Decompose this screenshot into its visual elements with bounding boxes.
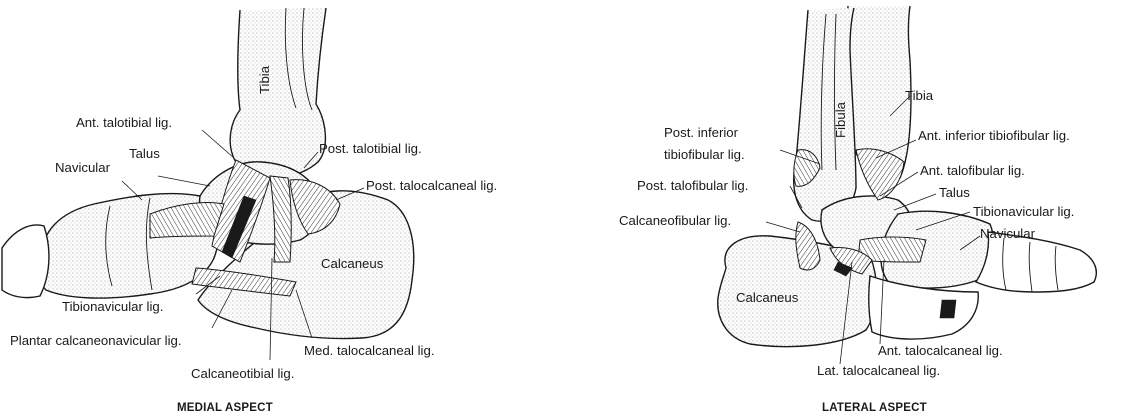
lateral-post-inferior-label-line1: Post. inferior xyxy=(664,125,739,140)
lateral-ant-inferior-tibiofibular-label: Ant. inferior tibiofibular lig. xyxy=(918,128,1070,143)
medial-post-talotibial-label: Post. talotibial lig. xyxy=(319,141,422,156)
medial-med-talocalcaneal-label: Med. talocalcaneal lig. xyxy=(304,343,434,358)
lateral-post-talofibular-label: Post. talofibular lig. xyxy=(637,178,748,193)
medial-ant-talotibial-label: Ant. talotibial lig. xyxy=(76,115,172,130)
medial-navicular-label: Navicular xyxy=(55,160,111,175)
lateral-lat-talocalcaneal-label: Lat. talocalcaneal lig. xyxy=(817,363,940,378)
medial-post-talocalcaneal-label: Post. talocalcaneal lig. xyxy=(366,178,497,193)
lateral-calcaneus-bone xyxy=(717,235,878,348)
lateral-tibionavicular-label: Tibionavicular lig. xyxy=(973,204,1074,219)
lateral-calcaneofibular-label: Calcaneofibular lig. xyxy=(619,213,731,228)
lateral-calcaneus-label: Calcaneus xyxy=(736,290,799,305)
medial-aspect-illustration xyxy=(1,7,415,361)
medial-tibionavicular-label: Tibionavicular lig. xyxy=(62,299,163,314)
medial-tibia-label: Tibia xyxy=(257,65,272,94)
medial-tibia-bone xyxy=(229,7,327,179)
medial-talus-label: Talus xyxy=(129,146,160,161)
lateral-aspect-illustration xyxy=(717,5,1098,365)
lateral-ant-talofibular-label: Ant. talofibular lig. xyxy=(920,163,1025,178)
medial-calcaneus-bone xyxy=(197,190,415,340)
lateral-post-inferior-label-line2: tibiofibular lig. xyxy=(664,147,745,162)
medial-calcaneus-label: Calcaneus xyxy=(321,256,384,271)
lateral-aspect-caption: LATERAL ASPECT xyxy=(822,402,927,414)
lateral-navicular-label: Navicular xyxy=(980,226,1036,241)
lateral-fibula-label: Fibula xyxy=(833,101,848,138)
medial-calcaneotibial-label: Calcaneotibial lig. xyxy=(191,366,294,381)
lateral-talus-label: Talus xyxy=(939,185,970,200)
lateral-calcaneofibular-ligament xyxy=(795,221,821,271)
medial-aspect-caption: MEDIAL ASPECT xyxy=(177,402,273,414)
lateral-ant-talocalcaneal-label: Ant. talocalcaneal lig. xyxy=(878,343,1003,358)
lateral-tibia-label: Tibia xyxy=(905,88,934,103)
medial-plantar-calcaneonavicular-label: Plantar calcaneonavicular lig. xyxy=(10,333,182,348)
